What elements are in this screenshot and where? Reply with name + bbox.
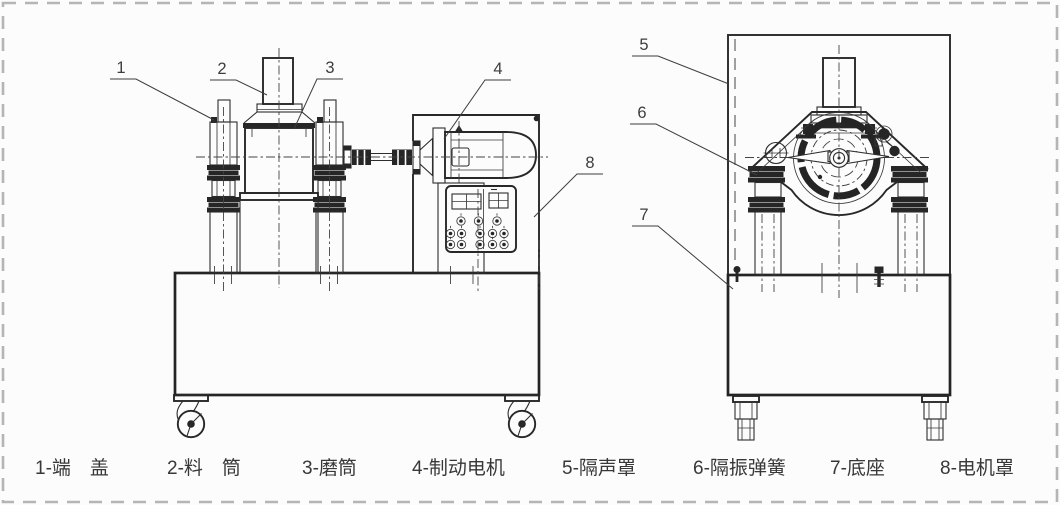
callout-4: 4 (493, 60, 502, 78)
caption-item-4: 4-制动电机 (412, 457, 505, 479)
caster-right-side (921, 395, 949, 441)
caption-item-7: 7-底座 (830, 457, 885, 479)
callout-2: 2 (217, 60, 226, 78)
anchor-bolt-left (733, 266, 741, 282)
leader-line-1 (110, 78, 215, 121)
caster-left (173, 394, 209, 439)
caption-item-2: 2-料 筒 (167, 457, 241, 479)
callout-5: 5 (639, 36, 648, 54)
caster-left-side (732, 395, 760, 441)
caption-item-8: 8-电机罩 (940, 457, 1014, 479)
caption-item-1: 1-端 盖 (35, 457, 109, 479)
end-cover-view (763, 112, 900, 204)
front-view (173, 48, 548, 439)
machine-base (173, 266, 541, 397)
clamp-bolt-upper (878, 128, 890, 140)
handle-bar-left (787, 149, 831, 165)
leader-line-2 (210, 79, 268, 96)
leader-line-4 (443, 79, 511, 140)
callout-3: 3 (325, 59, 334, 77)
caption-item-5: 5-隔声罩 (562, 457, 636, 479)
support-column-left (206, 99, 241, 292)
side-view (726, 34, 952, 441)
leader-line-6 (630, 123, 758, 176)
caption-item-3: 3-磨筒 (302, 457, 357, 479)
caption-row: 1-端 盖 2-料 筒 3-磨筒 4-制动电机 5-隔声罩 6-隔振弹簧 7-底… (35, 457, 1014, 479)
leader-line-3 (293, 78, 343, 130)
leader-line-7 (632, 225, 734, 290)
clamp-bolt-lower (889, 145, 900, 157)
grinding-drum (239, 123, 319, 273)
clamp-bolt-ring (875, 125, 893, 143)
leader-line-8 (533, 173, 603, 218)
control-panel (437, 182, 517, 274)
callouts: 1 2 3 4 5 6 7 8 (110, 36, 758, 290)
motor-cover (412, 114, 540, 273)
spring-column-left (747, 165, 786, 293)
leader-line-5 (632, 55, 730, 85)
front-view-centerlines (196, 48, 548, 292)
handle-bar-right (846, 149, 890, 165)
spring-column-right (890, 165, 929, 293)
machine-base-side (726, 263, 952, 397)
brake-motor (432, 125, 537, 184)
caption-item-6: 6-隔振弹簧 (693, 457, 786, 479)
feed-tube (243, 57, 316, 124)
callout-8: 8 (585, 154, 594, 172)
callout-6: 6 (637, 104, 646, 122)
caster-right (504, 394, 540, 439)
callout-1: 1 (116, 59, 125, 77)
anchor-bolt-center (874, 266, 884, 287)
callout-7: 7 (639, 206, 648, 224)
